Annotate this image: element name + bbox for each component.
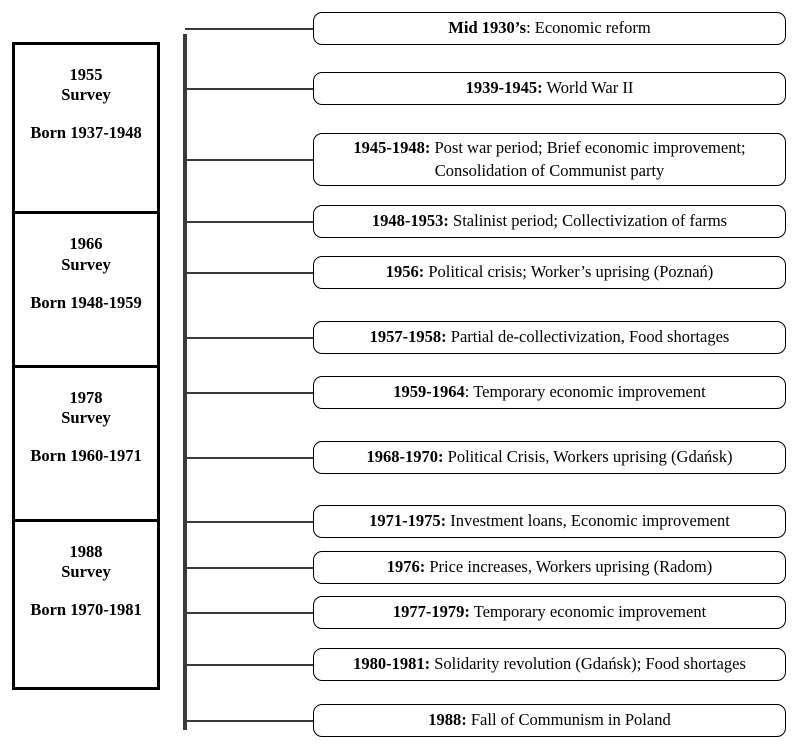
event-box-1948-1953[interactable]: 1948-1953: Stalinist period; Collectiviz… — [313, 205, 786, 238]
connector-line — [185, 27, 313, 30]
survey-year: 1966 — [69, 234, 103, 254]
connector-line — [185, 336, 313, 339]
event-description: Stalinist period; Collectivization of fa… — [448, 211, 728, 231]
event-description: Post war period; Brief economic improvem… — [430, 138, 746, 180]
event-separator: : — [418, 262, 425, 282]
event-box-1956[interactable]: 1956: Political crisis; Worker’s uprisin… — [313, 256, 786, 289]
connector-line — [185, 520, 313, 523]
event-text: 1977-1979: Temporary economic improvemen… — [393, 601, 706, 623]
event-text: 1948-1953: Stalinist period; Collectiviz… — [372, 210, 727, 232]
connector-line — [185, 271, 313, 274]
connector-line — [185, 663, 313, 666]
event-box-1971-1975[interactable]: 1971-1975: Investment loans, Economic im… — [313, 505, 786, 538]
event-description: Temporary economic improvement — [469, 602, 707, 622]
event-description: Temporary economic improvement — [469, 382, 706, 402]
event-description: Investment loans, Economic improvement — [446, 511, 730, 531]
event-box-1976[interactable]: 1976: Price increases, Workers uprising … — [313, 551, 786, 584]
survey-label: Survey — [61, 254, 111, 274]
event-box-1968-1970[interactable]: 1968-1970: Political Crisis, Workers upr… — [313, 441, 786, 474]
event-box-1980-1981[interactable]: 1980-1981: Solidarity revolution (Gdańsk… — [313, 648, 786, 681]
event-period: 1976 — [386, 557, 420, 577]
event-box-1988[interactable]: 1988: Fall of Communism in Poland — [313, 704, 786, 737]
connector-line — [185, 158, 313, 161]
event-box-1977-1979[interactable]: 1977-1979: Temporary economic improvemen… — [313, 596, 786, 629]
timeline-spine — [183, 34, 187, 730]
survey-year: 1988 — [69, 541, 103, 561]
survey-year: 1955 — [69, 65, 103, 84]
event-period: 1977-1979 — [392, 602, 465, 622]
event-text: 1959-1964: Temporary economic improvemen… — [393, 381, 705, 403]
event-period: 1956 — [385, 262, 419, 282]
event-description: Political Crisis, Workers uprising (Gdań… — [443, 447, 733, 467]
event-description: Price increases, Workers uprising (Radom… — [425, 557, 713, 577]
event-text: 1939-1945: World War II — [466, 77, 634, 99]
survey-year: 1978 — [69, 387, 103, 407]
event-period: 1948-1953 — [371, 211, 444, 231]
event-description: World War II — [542, 78, 634, 98]
event-description: Political crisis; Worker’s uprising (Poz… — [424, 262, 714, 282]
event-text: 1971-1975: Investment loans, Economic im… — [369, 510, 730, 532]
event-period: 1957-1958 — [369, 327, 442, 347]
connector-line — [185, 220, 313, 223]
event-separator: : — [443, 211, 449, 231]
survey-birth-range: Born 1970-1981 — [30, 599, 142, 619]
event-text: 1988: Fall of Communism in Poland — [428, 709, 670, 731]
event-separator: : — [464, 602, 470, 622]
event-description: Partial de-collectivization, Food shorta… — [446, 327, 730, 347]
event-separator: : — [424, 138, 431, 158]
connector-line — [185, 456, 313, 459]
event-separator: : — [438, 447, 444, 467]
event-separator: : — [461, 710, 467, 730]
event-separator: : — [419, 557, 426, 577]
connector-line — [185, 719, 313, 722]
event-period: Mid 1930’s — [448, 18, 527, 38]
connector-line — [185, 391, 313, 394]
event-description: Solidarity revolution (Gdańsk); Food sho… — [430, 654, 746, 674]
event-period: 1939-1945 — [465, 78, 538, 98]
connector-line — [185, 566, 313, 569]
survey-label: Survey — [61, 85, 111, 105]
event-period: 1959-1964 — [393, 382, 465, 402]
event-separator: : — [537, 78, 543, 98]
event-box-1957-1958[interactable]: 1957-1958: Partial de-collectivization, … — [313, 321, 786, 354]
event-period: 1968-1970 — [366, 447, 439, 467]
event-separator: : — [441, 327, 447, 347]
event-text: 1945-1948: Post war period; Brief econom… — [321, 137, 778, 182]
event-box-1959-1964[interactable]: 1959-1964: Temporary economic improvemen… — [313, 376, 786, 409]
event-period: 1980-1981 — [353, 654, 425, 674]
event-box-1939-1945[interactable]: 1939-1945: World War II — [313, 72, 786, 105]
event-text: 1968-1970: Political Crisis, Workers upr… — [367, 446, 733, 468]
connector-line — [185, 87, 313, 90]
survey-birth-range: Born 1948-1959 — [30, 292, 142, 312]
event-separator: : — [424, 654, 431, 674]
event-box-1945-1948[interactable]: 1945-1948: Post war period; Brief econom… — [313, 133, 786, 186]
event-description: Economic reform — [530, 18, 651, 38]
survey-label: Survey — [61, 408, 111, 428]
survey-birth-range: Born 1937-1948 — [30, 123, 142, 143]
event-box-mid-1930-s[interactable]: Mid 1930’s: Economic reform — [313, 12, 786, 45]
connector-line — [185, 611, 313, 614]
event-period: 1945-1948 — [353, 138, 425, 158]
event-period: 1988 — [428, 710, 462, 730]
event-description: Fall of Communism in Poland — [466, 710, 671, 730]
event-text: 1976: Price increases, Workers uprising … — [387, 556, 713, 578]
event-text: Mid 1930’s: Economic reform — [448, 17, 650, 39]
survey-label: Survey — [61, 561, 111, 581]
event-separator: : — [526, 18, 531, 38]
event-separator: : — [440, 511, 447, 531]
event-text: 1957-1958: Partial de-collectivization, … — [370, 326, 730, 348]
event-period: 1971-1975 — [369, 511, 441, 531]
event-text: 1956: Political crisis; Worker’s uprisin… — [386, 261, 714, 283]
survey-birth-range: Born 1960-1971 — [30, 446, 142, 466]
event-text: 1980-1981: Solidarity revolution (Gdańsk… — [353, 653, 746, 675]
event-separator: : — [464, 382, 470, 402]
